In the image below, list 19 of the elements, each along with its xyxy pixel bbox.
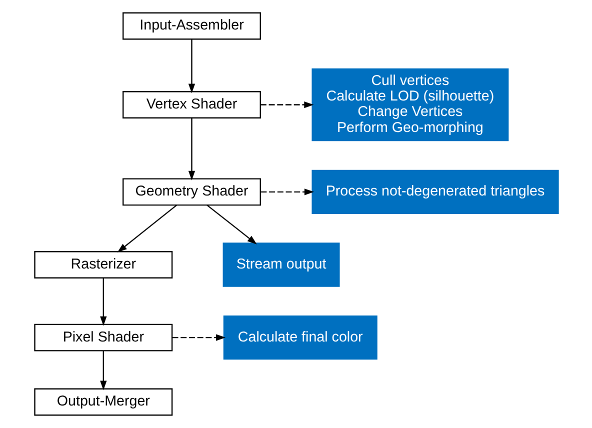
arrow bbox=[206, 204, 256, 244]
node-box: Cull vertices Calculate LOD (silhouette) Change Vertices Perform Geo-morphing bbox=[311, 68, 508, 142]
node-box: Calculate final color bbox=[222, 315, 377, 360]
arrow bbox=[116, 204, 177, 252]
node-box: Rasterizer bbox=[34, 251, 172, 278]
arrow bbox=[188, 39, 195, 94]
node-box: Output-Merger bbox=[34, 388, 172, 416]
arrow bbox=[188, 118, 195, 180]
node-box: Vertex Shader bbox=[122, 91, 260, 118]
arrow bbox=[172, 334, 226, 341]
node-box: Pixel Shader bbox=[34, 324, 172, 352]
node-box: Input-Assembler bbox=[122, 12, 260, 40]
node-box: Process not-degenerated triangles bbox=[311, 170, 558, 214]
node-box: Stream output bbox=[222, 242, 340, 287]
arrow bbox=[100, 350, 106, 390]
arrow bbox=[100, 278, 106, 326]
node-box: Geometry Shader bbox=[122, 178, 260, 206]
arrow bbox=[260, 101, 314, 108]
arrow bbox=[260, 188, 314, 196]
